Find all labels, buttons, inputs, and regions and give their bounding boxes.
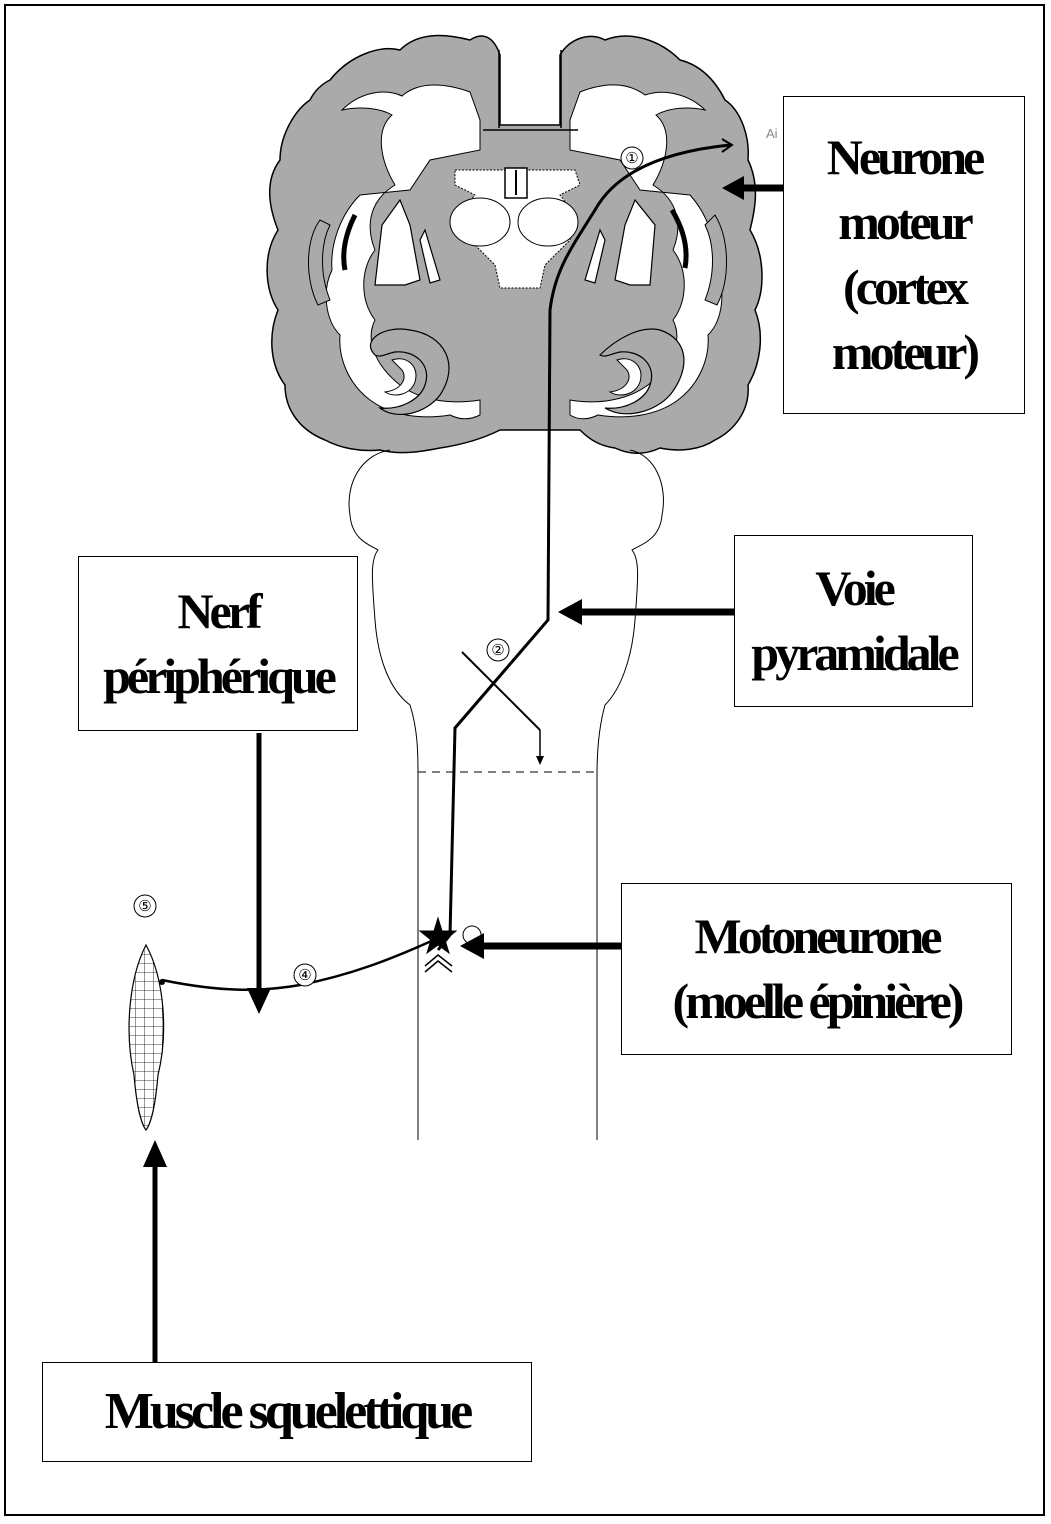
marker-4: ④ xyxy=(298,967,311,984)
arrow-motoneurone xyxy=(460,933,648,959)
marker-1: ① xyxy=(625,150,638,167)
muscle-shape xyxy=(129,945,164,1130)
arrow-muscle xyxy=(143,1140,167,1362)
label-motoneurone: Motoneurone (moelle épinière) xyxy=(621,883,1012,1055)
label-nerf-peripherique: Nerf périphérique xyxy=(78,556,358,731)
label-voie-pyramidale: Voie pyramidale xyxy=(734,535,973,707)
brainstem-outline xyxy=(349,450,418,775)
label-neurone-moteur: Neurone moteur (cortex moteur) xyxy=(783,96,1025,414)
marker-2: ② xyxy=(491,642,504,659)
stray-text: Ai xyxy=(766,126,778,141)
label-muscle-squelettique: Muscle squelettique xyxy=(42,1362,532,1462)
arrow-voie-pyramidale xyxy=(558,599,760,625)
arrow-nerf-peripherique xyxy=(247,733,271,1014)
marker-5: ⑤ xyxy=(138,898,151,915)
